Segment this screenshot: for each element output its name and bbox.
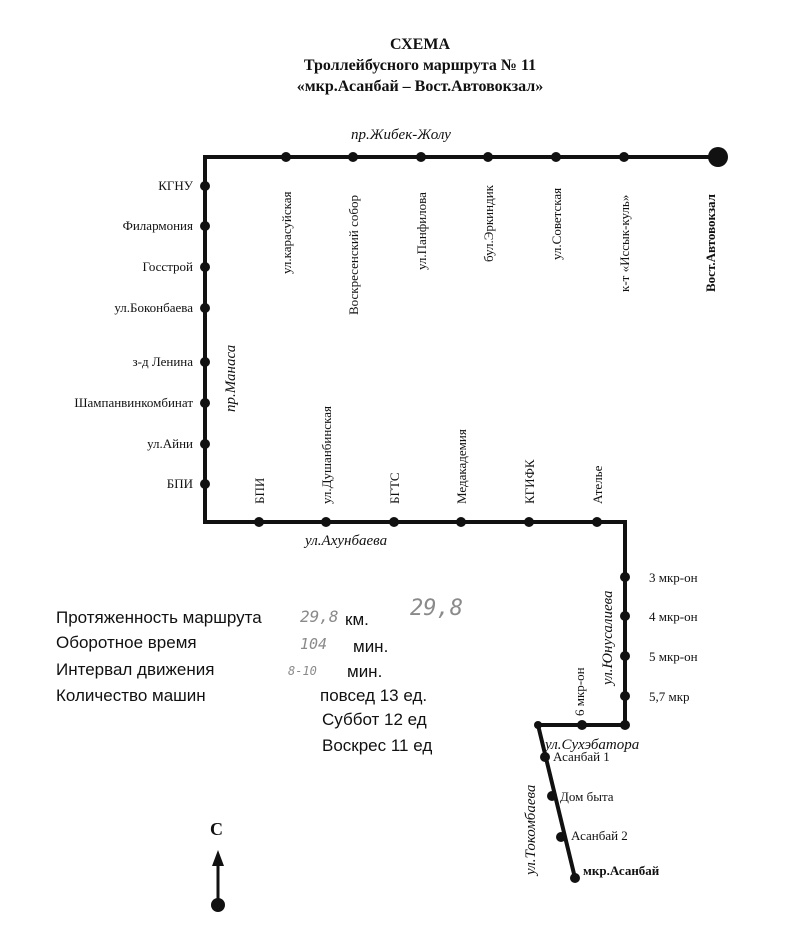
terminal-south-label: мкр.Асанбай — [583, 863, 660, 878]
stop-label: 4 мкр-он — [649, 609, 698, 624]
north-arrow-icon — [212, 850, 224, 866]
stop-marker — [547, 791, 557, 801]
street-label-bottom: ул.Ахунбаева — [303, 533, 387, 549]
vehicle-count-weekday: повсед 13 ед. — [320, 686, 428, 705]
stop-label: ул.Душанбинская — [319, 406, 334, 504]
turnaround-time-label: Оборотное время — [56, 633, 197, 652]
stop-marker — [540, 752, 550, 762]
stop-marker — [524, 517, 534, 527]
stop-marker — [321, 517, 331, 527]
vehicle-count-saturday: Суббот 12 ед — [322, 710, 427, 729]
stop-marker — [556, 832, 566, 842]
terminal-east-marker — [708, 147, 728, 167]
stop-marker — [200, 479, 210, 489]
street-label-sukhe: ул.Сухэбатора — [543, 737, 639, 753]
stop-label: КГИФК — [522, 459, 537, 504]
stop-marker — [577, 720, 587, 730]
stop-label: БГТС — [387, 472, 402, 504]
turnaround-time-unit: мин. — [353, 637, 389, 656]
stop-label: ул.Панфилова — [414, 192, 429, 270]
stop-marker — [200, 262, 210, 272]
interval-unit: мин. — [347, 662, 383, 681]
stop-marker — [483, 152, 493, 162]
stop-label: БПИ — [252, 478, 267, 504]
street-label-left: пр.Манаса — [223, 345, 239, 412]
stop-marker — [592, 517, 602, 527]
map-subtitle-route: Троллейбусного маршрута № 11 — [303, 57, 537, 74]
stop-label: к-т «Иссык-куль» — [617, 195, 632, 292]
compass-label: С — [210, 819, 223, 839]
stop-marker — [200, 221, 210, 231]
route-corner-marker — [534, 721, 542, 729]
stop-marker — [620, 651, 630, 661]
stop-label: 5,7 мкр — [649, 689, 690, 704]
stop-label: Госстрой — [142, 259, 193, 274]
stop-label: Медакадемия — [454, 429, 469, 504]
stop-marker — [620, 691, 630, 701]
stop-marker — [281, 152, 291, 162]
route-length-handwritten-correction: 29,8 — [410, 596, 463, 621]
stop-marker — [551, 152, 561, 162]
stop-label: 6 мкр-он — [572, 667, 587, 716]
stop-label: 3 мкр-он — [649, 570, 698, 585]
stop-marker — [254, 517, 264, 527]
route-length-handwritten: 29,8 — [300, 607, 339, 626]
stop-marker — [348, 152, 358, 162]
stop-label: Филармония — [123, 218, 193, 233]
stop-label: Ателье — [590, 465, 605, 504]
street-label-tokomb: ул.Токомбаева — [523, 785, 539, 877]
stop-label: Шампанвинкомбинат — [74, 395, 193, 410]
street-label-right: ул.Юнусалиева — [600, 590, 616, 687]
stop-label: ул.Советская — [549, 188, 564, 260]
stop-marker — [200, 398, 210, 408]
stop-label: 5 мкр-он — [649, 649, 698, 664]
stop-marker — [389, 517, 399, 527]
stop-marker — [200, 439, 210, 449]
stop-marker — [200, 303, 210, 313]
stop-label: Дом быта — [560, 789, 614, 804]
vehicle-count-label: Количество машин — [56, 686, 206, 705]
stop-label: БПИ — [167, 476, 193, 491]
route-corner-marker — [620, 720, 630, 730]
turnaround-time-handwritten: 104 — [300, 635, 328, 653]
stop-label: КГНУ — [158, 178, 194, 193]
stop-marker — [620, 572, 630, 582]
stop-marker — [200, 181, 210, 191]
interval-handwritten: 8-10 — [288, 664, 317, 678]
route-length-unit: км. — [345, 610, 369, 629]
stop-marker — [200, 357, 210, 367]
street-label-top: пр.Жибек-Жолу — [351, 127, 451, 143]
terminal-east-label: Вост.Автовокзал — [703, 194, 718, 292]
stop-marker — [456, 517, 466, 527]
route-length-label: Протяженность маршрута — [56, 608, 262, 627]
stop-label: з-д Ленина — [133, 354, 194, 369]
map-title: СХЕМА — [389, 36, 451, 53]
interval-label: Интервал движения — [56, 660, 215, 679]
stop-label: ул.Боконбаева — [114, 300, 193, 315]
stop-label: ул.карасуйская — [279, 191, 294, 274]
stop-marker — [620, 611, 630, 621]
stop-label: Воскресенский собор — [346, 195, 361, 315]
terminal-south-marker — [570, 873, 580, 883]
vehicle-count-sunday: Воскрес 11 ед — [322, 736, 433, 755]
stop-label: ул.Айни — [147, 436, 193, 451]
stop-label: бул.Эркиндик — [481, 184, 496, 262]
stop-label: Асанбай 1 — [553, 749, 610, 764]
stop-label: Асанбай 2 — [571, 828, 628, 843]
stop-marker — [619, 152, 629, 162]
compass-base-marker — [211, 898, 225, 912]
map-subtitle-termini: «мкр.Асанбай – Вост.Автовокзал» — [296, 78, 544, 95]
stop-marker — [416, 152, 426, 162]
